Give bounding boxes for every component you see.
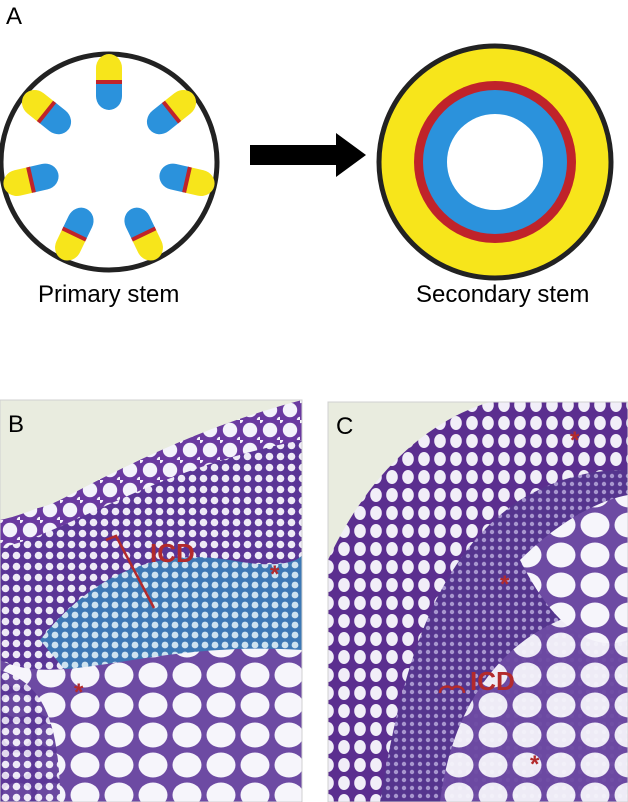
- panel-a: A Primary stem Secondary stem: [0, 3, 614, 308]
- arrow-icon: [250, 133, 366, 177]
- cambium-line: [26, 166, 36, 193]
- primary-stem-caption: Primary stem: [38, 281, 179, 308]
- cambium-line: [131, 226, 157, 242]
- cambium-line: [96, 80, 122, 84]
- icd-label-b: ICD: [150, 538, 195, 568]
- asterisk-c-2: *: [500, 571, 510, 598]
- xylem-half: [96, 82, 122, 110]
- panel-c-labels: C ICD * * *: [336, 413, 580, 778]
- phloem-half: [3, 167, 34, 196]
- xylem-half: [146, 101, 180, 135]
- vascular-bundle: [124, 207, 163, 261]
- primary-stem-diagram: [0, 51, 220, 273]
- phloem-half: [184, 167, 215, 196]
- xylem-half: [159, 163, 190, 193]
- secondary-stem-caption: Secondary stem: [416, 281, 589, 308]
- cambium-line: [161, 100, 182, 124]
- xylem-half: [28, 163, 59, 193]
- panel-b-labels: B ICD * *: [8, 411, 280, 706]
- vascular-bundle: [3, 163, 59, 196]
- xylem-half: [38, 101, 72, 135]
- icd-label-c: ICD: [470, 666, 515, 696]
- panel-c-letter: C: [336, 413, 353, 440]
- asterisk-c-1: *: [570, 427, 580, 454]
- panel-b-letter: B: [8, 411, 24, 438]
- panel-c-micrograph: [328, 402, 628, 802]
- asterisk-c-3: *: [530, 751, 540, 778]
- vascular-bundle: [159, 163, 215, 196]
- icd-bracket-b: [105, 534, 156, 609]
- phloem-half: [96, 54, 122, 82]
- phloem-half: [21, 90, 55, 123]
- asterisk-b-1: *: [270, 561, 280, 588]
- panel-a-letter: A: [6, 3, 22, 30]
- vascular-bundle: [96, 54, 122, 110]
- panel-b-frame: [0, 399, 303, 802]
- secondary-stem-diagram: [376, 43, 614, 281]
- cambium-line: [61, 226, 87, 242]
- cambium-line: [36, 100, 57, 124]
- vascular-bundle: [21, 90, 72, 135]
- phloem-half: [163, 90, 197, 123]
- asterisk-b-2: *: [74, 679, 84, 706]
- vascular-bundle: [146, 90, 197, 135]
- pith: [447, 114, 543, 210]
- panel-c-frame: [327, 401, 628, 802]
- vascular-bundle: [55, 207, 94, 261]
- icd-bracket-c: [438, 685, 466, 694]
- cambium-line: [182, 166, 192, 193]
